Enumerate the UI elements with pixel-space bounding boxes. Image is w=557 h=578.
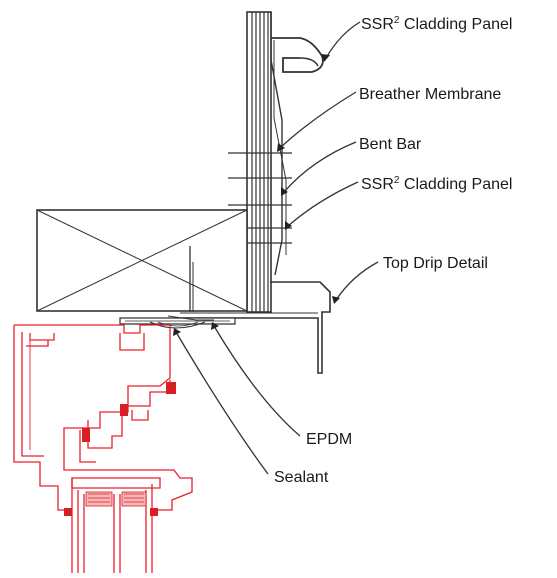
- lintel-cross-2: [36, 209, 248, 312]
- leader-bent-bar: [283, 141, 357, 193]
- label-sealant: Sealant: [274, 469, 329, 486]
- gasket: [120, 404, 128, 416]
- gasket-strip: [119, 315, 236, 329]
- spacer-hatch: [124, 493, 144, 503]
- label-ssr-cladding-panel-top: SSR2 Cladding Panel: [361, 15, 512, 33]
- breather-membrane-line: [270, 12, 283, 276]
- annotation-labels: SSR2 Cladding Panel Breather Membrane Be…: [274, 15, 512, 486]
- sealant-bead: [149, 321, 206, 329]
- spacer-blocks: [85, 491, 147, 507]
- frame-rebate: [29, 333, 55, 341]
- arrowhead: [211, 322, 219, 330]
- sash-profile: [87, 380, 171, 449]
- wall-board: [246, 11, 272, 313]
- gasket: [166, 382, 176, 394]
- arrowhead: [277, 143, 285, 152]
- label-bent-bar: Bent Bar: [359, 136, 422, 153]
- top-drip: [180, 246, 331, 374]
- label-breather-membrane: Breather Membrane: [359, 86, 501, 103]
- arrowhead: [281, 187, 288, 196]
- label-epdm: EPDM: [306, 431, 352, 448]
- frame-head-profile: [14, 324, 193, 511]
- leader-lines: [175, 21, 379, 475]
- arrowhead: [173, 328, 181, 336]
- glazing-bead: [71, 477, 161, 489]
- spacer-block-left: [85, 491, 113, 507]
- sealant-bead-inner: [157, 321, 199, 327]
- gasket: [82, 428, 90, 442]
- top-cladding-clip: [271, 37, 324, 73]
- top-drip-profile: [180, 281, 331, 374]
- leader-top-drip: [335, 261, 379, 301]
- arrowhead: [332, 296, 340, 304]
- leader-breather-membrane: [279, 91, 357, 149]
- window-frame: [13, 324, 193, 573]
- frame-left-profile: [13, 325, 72, 511]
- spacer-hatch: [88, 493, 110, 503]
- wall-buildup: [228, 11, 324, 313]
- frame-inner-line: [21, 332, 44, 457]
- lintel: [36, 209, 248, 312]
- label-top-drip-detail: Top Drip Detail: [383, 255, 488, 272]
- gasket: [64, 508, 72, 516]
- sash-profile-lower: [79, 430, 96, 463]
- sash-detail: [131, 410, 149, 421]
- leader-sealant: [175, 331, 269, 475]
- arrowhead: [285, 221, 292, 230]
- top-cladding-clip-inner: [299, 57, 319, 67]
- frame-notch: [26, 340, 49, 347]
- frame-gaskets: [64, 382, 176, 516]
- leader-epdm: [213, 325, 301, 437]
- leader-ssr-top: [325, 21, 361, 59]
- spacer-block-right: [121, 491, 147, 507]
- arrowhead: [321, 54, 330, 62]
- gasket: [150, 508, 158, 516]
- sealant-bead-top: [167, 315, 214, 321]
- frame-rebate: [119, 333, 145, 351]
- label-ssr-cladding-panel-mid: SSR2 Cladding Panel: [361, 175, 512, 193]
- leader-arrowheads: [173, 54, 340, 336]
- leader-ssr-mid: [287, 181, 359, 227]
